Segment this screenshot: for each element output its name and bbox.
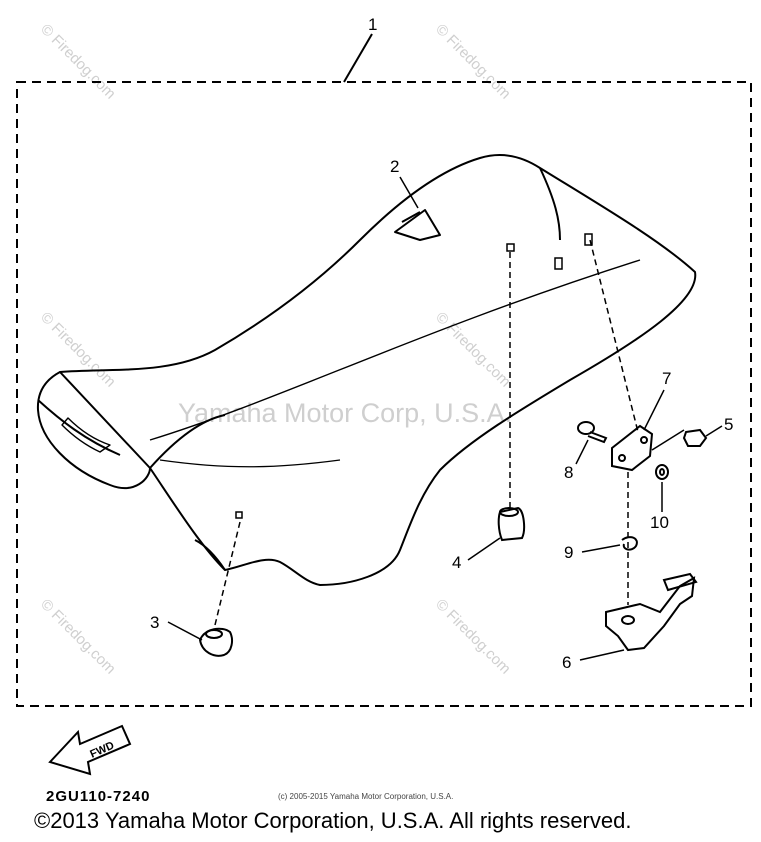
leader-9 bbox=[581, 544, 621, 553]
dashed-axis-5 bbox=[651, 429, 685, 451]
nut-part-5 bbox=[682, 428, 708, 447]
dashed-axis-7 bbox=[589, 239, 639, 433]
assembly-boundary bbox=[16, 81, 752, 707]
callout-1: 1 bbox=[368, 15, 377, 34]
watermark-top-left: © Firedog.com bbox=[37, 21, 119, 103]
bracket-part-7 bbox=[611, 424, 654, 472]
leader-2 bbox=[399, 176, 419, 209]
callout-2: 2 bbox=[390, 157, 399, 176]
latch-part-6 bbox=[605, 572, 698, 652]
leader-6 bbox=[579, 649, 625, 661]
leader-4 bbox=[467, 537, 501, 561]
watermark-low-right: © Firedog.com bbox=[432, 596, 514, 678]
callout-8: 8 bbox=[564, 463, 573, 482]
washer-part-10 bbox=[655, 464, 669, 480]
callout-3: 3 bbox=[150, 613, 159, 632]
leader-7 bbox=[643, 389, 665, 431]
damper-part-4 bbox=[497, 506, 526, 542]
watermark-top-right: © Firedog.com bbox=[432, 21, 514, 103]
callout-4: 4 bbox=[452, 553, 461, 572]
leader-3 bbox=[167, 621, 203, 641]
bolt-part-8 bbox=[577, 421, 608, 444]
spring-part-9 bbox=[621, 536, 638, 551]
callout-9: 9 bbox=[564, 543, 573, 562]
seat-mount-hole-front bbox=[235, 511, 243, 519]
copyright-notice: ©2013 Yamaha Motor Corporation, U.S.A. A… bbox=[34, 808, 632, 833]
callout-10: 10 bbox=[650, 513, 669, 532]
callout-7: 7 bbox=[662, 369, 671, 388]
watermark-layer: © Firedog.com © Firedog.com © Firedog.co… bbox=[37, 21, 514, 678]
leader-1 bbox=[343, 33, 373, 83]
seat-body bbox=[36, 154, 697, 586]
damper-part-3 bbox=[198, 627, 233, 657]
seat-slot-left bbox=[554, 257, 563, 270]
dashed-axis-3 bbox=[214, 521, 241, 626]
callout-5: 5 bbox=[724, 415, 733, 434]
forward-arrow: FWD bbox=[48, 724, 132, 776]
seat-slot-right bbox=[584, 233, 593, 246]
watermark-center: Yamaha Motor Corp, U.S.A. bbox=[178, 398, 512, 428]
part-number: 2GU110-7240 bbox=[46, 788, 151, 805]
seat-mount-hole bbox=[506, 243, 515, 252]
watermark-low-left: © Firedog.com bbox=[37, 596, 119, 678]
callout-6: 6 bbox=[562, 653, 571, 672]
leader-8 bbox=[575, 439, 589, 465]
watermark-mid-right: © Firedog.com bbox=[432, 309, 514, 391]
leader-5 bbox=[705, 425, 723, 437]
small-copyright: (c) 2005-2015 Yamaha Motor Corporation, … bbox=[278, 792, 454, 801]
